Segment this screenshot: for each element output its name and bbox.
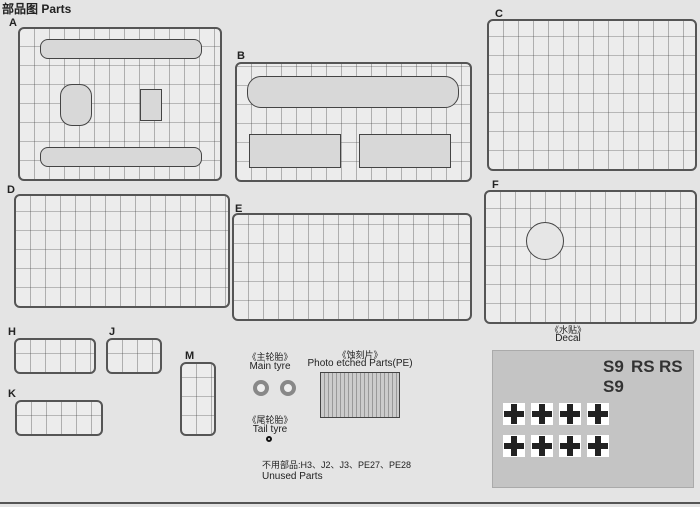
- sprue-c: [487, 19, 697, 171]
- balkenkreuz-decal: [503, 435, 525, 457]
- sprue-m-label: M: [185, 350, 195, 362]
- balkenkreuz-decal: [587, 435, 609, 457]
- tail-tyre-part: [266, 436, 272, 442]
- propeller-part: [526, 222, 564, 260]
- sprue-f-label: F: [492, 179, 499, 191]
- sprue-j: [106, 338, 162, 374]
- main-tyre-part: [280, 380, 296, 396]
- sprue-k: [15, 400, 103, 436]
- sprue-h: [14, 338, 96, 374]
- sprue-d-label: D: [7, 184, 15, 196]
- fuselage-half-part: [40, 147, 202, 167]
- sprue-j-label: J: [109, 326, 116, 338]
- pe-label: Photo etched Parts(PE): [307, 358, 413, 369]
- sprue-b: [235, 62, 472, 182]
- main-tyre-part: [253, 380, 269, 396]
- sprue-f: [484, 190, 697, 324]
- photo-etched-fret: [320, 372, 400, 418]
- tailplane-part: [359, 134, 451, 168]
- page-title: 部品图 Parts: [2, 2, 72, 16]
- decal-code: S9: [603, 377, 624, 396]
- part: [140, 89, 162, 121]
- main-tyre-zh: 《主轮胎》: [247, 352, 293, 362]
- sprue-k-label: K: [8, 388, 16, 400]
- decal-code: S9: [603, 357, 624, 376]
- unused-parts-zh: 不用部品:H3、J2、J3、PE27、PE28: [262, 460, 412, 470]
- balkenkreuz-decal: [531, 435, 553, 457]
- tail-tyre-label: Tail tyre: [252, 424, 288, 435]
- page-bottom-rule: [0, 502, 700, 504]
- wing-part: [247, 76, 459, 108]
- balkenkreuz-decal: [559, 403, 581, 425]
- tail-tyre-zh: 《尾轮胎》: [247, 415, 293, 425]
- balkenkreuz-decal: [503, 403, 525, 425]
- sprue-b-label: B: [237, 50, 245, 62]
- decal-code: RS: [631, 357, 655, 376]
- sprue-d: [14, 194, 230, 308]
- sprue-m: [180, 362, 216, 436]
- balkenkreuz-decal: [587, 403, 609, 425]
- sprue-a: [18, 27, 222, 181]
- decal-sheet: S9 RS RS S9: [492, 350, 694, 488]
- balkenkreuz-decal: [559, 435, 581, 457]
- sprue-e-label: E: [235, 203, 243, 215]
- tailplane-part: [249, 134, 341, 168]
- sprue-e: [232, 213, 472, 321]
- part: [60, 84, 92, 126]
- decal-zh: 《水贴》: [549, 325, 586, 335]
- fuselage-half-part: [40, 39, 202, 59]
- sprue-a-label: A: [9, 17, 17, 29]
- unused-parts-label: Unused Parts: [262, 471, 323, 482]
- sprue-h-label: H: [8, 326, 16, 338]
- pe-zh: 《蚀刻片》: [337, 350, 383, 360]
- sprue-c-label: C: [495, 8, 503, 20]
- balkenkreuz-decal: [531, 403, 553, 425]
- decal-code: RS: [659, 357, 683, 376]
- decal-label: Decal: [555, 333, 581, 344]
- main-tyre-label: Main tyre: [249, 361, 291, 372]
